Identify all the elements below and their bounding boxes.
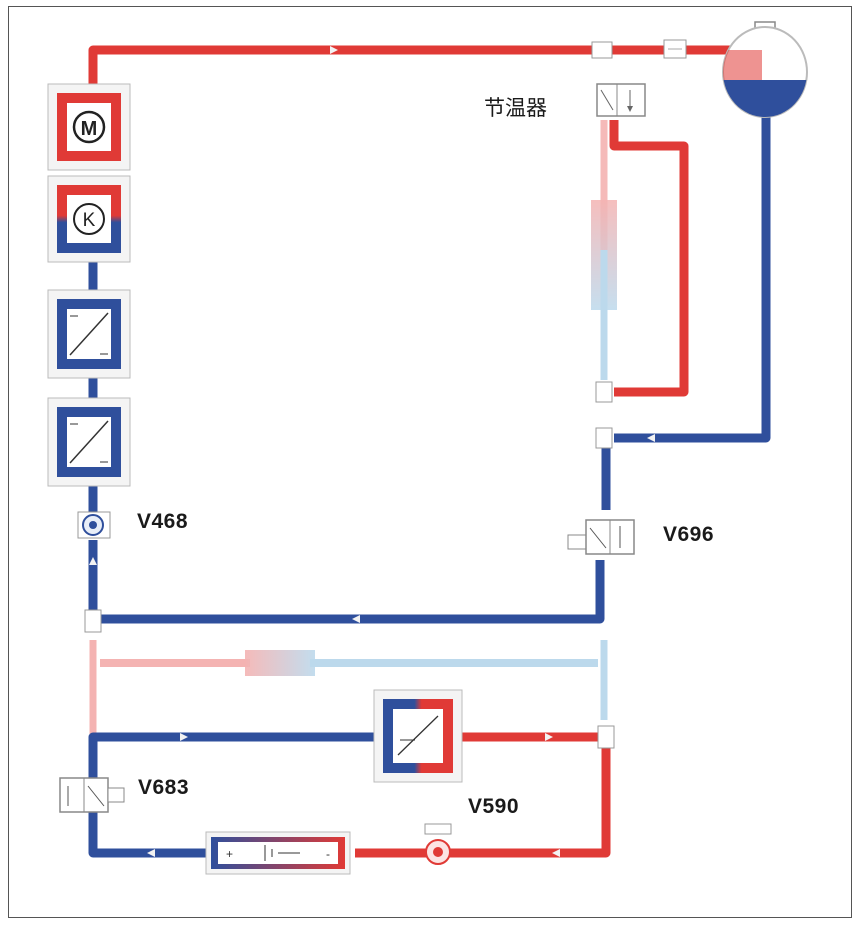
thermostat-label: 节温器 — [484, 96, 547, 120]
v683-label: V683 — [138, 776, 190, 799]
tee-fitting-left — [84, 609, 102, 633]
battery-pump — [424, 823, 452, 865]
top-pipe-connectors — [591, 39, 687, 59]
v468-label: V468 — [137, 510, 189, 533]
power-electronics-2 — [47, 397, 131, 487]
tee-fitting-bottom-right — [597, 725, 615, 749]
v590-label: V590 — [468, 795, 520, 818]
battery-pack: + - — [205, 831, 351, 875]
inactive-pipes — [89, 120, 617, 770]
flow-arrows — [89, 46, 655, 857]
svg-text:-: - — [326, 847, 330, 861]
tee-fittings-right — [595, 381, 613, 449]
diagram-frame — [8, 6, 852, 918]
pump-v468 — [77, 511, 111, 539]
svg-text:+: + — [226, 847, 233, 861]
motor-icon: M — [81, 118, 98, 140]
power-electronics-1 — [47, 289, 131, 379]
cooler-unit: K — [47, 175, 131, 263]
thermostat-valve — [596, 83, 646, 117]
v696-label: V696 — [663, 523, 715, 546]
expansion-reservoir — [722, 21, 808, 118]
valve-v683 — [59, 777, 125, 813]
valve-v696 — [567, 519, 635, 555]
heat-exchanger-v590 — [373, 689, 463, 783]
hot-pipes — [88, 45, 770, 858]
motor-unit: M — [47, 83, 131, 171]
cooler-icon: K — [83, 210, 96, 231]
